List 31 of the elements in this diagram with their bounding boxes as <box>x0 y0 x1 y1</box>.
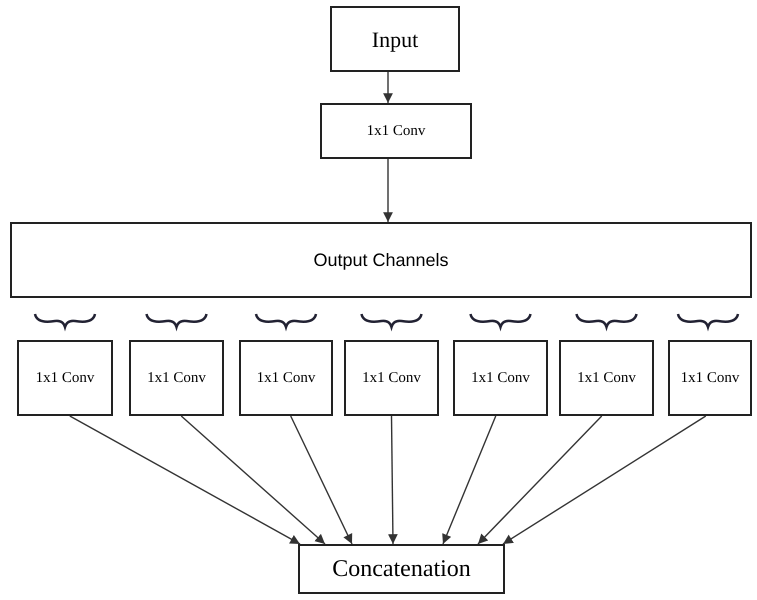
output-channels-box <box>10 222 752 298</box>
node-label: 1x1 Conv <box>362 368 421 388</box>
conv-box <box>239 340 333 416</box>
concatenation-box <box>298 544 505 594</box>
arrow <box>290 416 353 544</box>
node-label: 1x1 Conv <box>471 368 530 388</box>
arrow <box>383 159 393 222</box>
node-label: 1x1 Conv <box>256 368 316 388</box>
conv-box <box>17 340 113 416</box>
node-label: 1x1 Conv <box>366 122 426 141</box>
conv-box <box>668 340 752 416</box>
node-label: Input <box>372 26 418 54</box>
conv-box <box>344 340 439 416</box>
node-label: 1x1 Conv <box>577 368 636 388</box>
arrow <box>502 415 706 545</box>
conv-box <box>320 103 472 159</box>
arrow <box>383 72 393 103</box>
node-label: 1x1 Conv <box>147 368 206 388</box>
arrow <box>388 416 398 544</box>
conv-box <box>453 340 548 416</box>
node-label: Concatenation <box>332 555 471 584</box>
node-label: 1x1 Conv <box>36 368 94 388</box>
input-box <box>330 6 460 72</box>
conv-box <box>559 340 654 416</box>
arrow <box>180 415 326 545</box>
arrow <box>69 415 300 545</box>
node-label: Output Channels <box>313 248 449 272</box>
conv-box <box>129 340 224 416</box>
arrow <box>442 416 496 544</box>
node-label: 1x1 Conv <box>680 368 740 388</box>
arrow <box>478 416 602 544</box>
